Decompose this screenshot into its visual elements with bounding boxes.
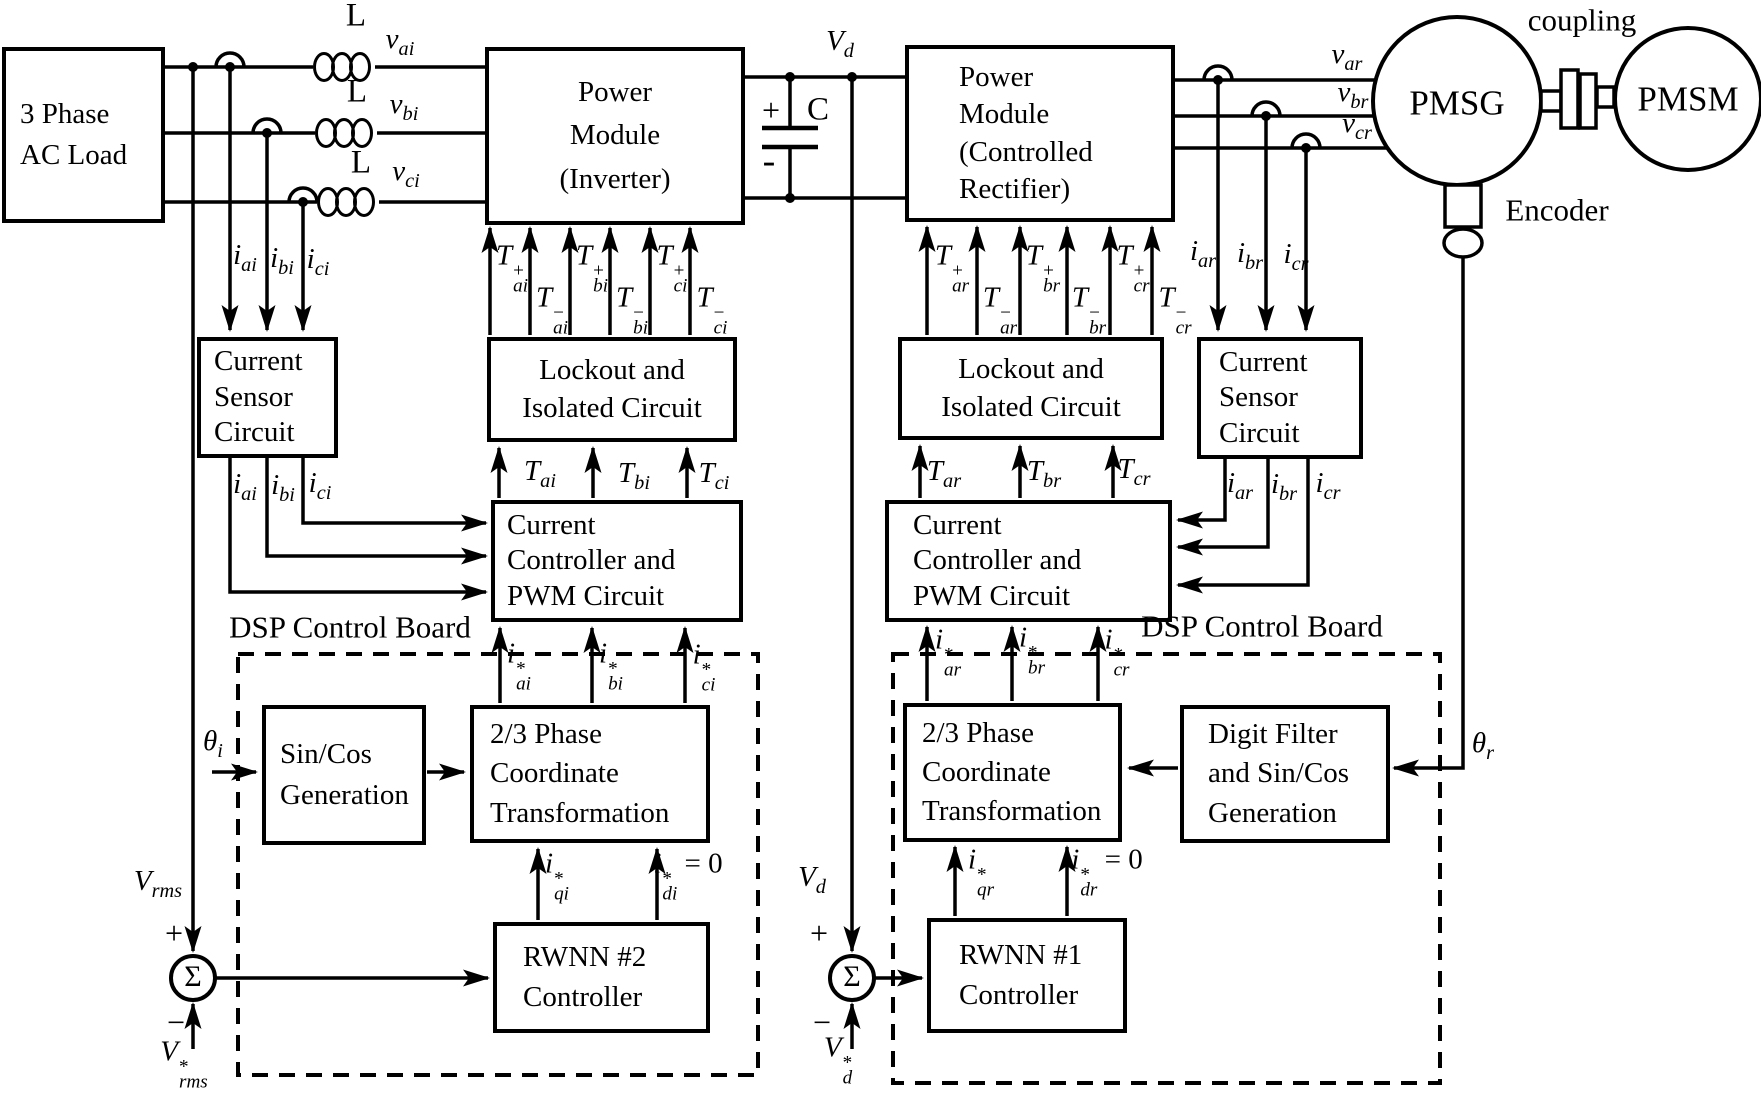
i-ar-to-pwm-wire bbox=[1176, 459, 1227, 529]
i-ai-to-pwm-wire bbox=[228, 458, 488, 601]
i-ci-to-pwm-wire bbox=[301, 458, 488, 532]
box-coordinate-transform-right: 2/3 Phase Coordinate Transformation bbox=[903, 703, 1122, 842]
summer-right-circle bbox=[828, 954, 876, 1002]
inductor-c-icon bbox=[317, 187, 375, 217]
dc-link bbox=[745, 75, 905, 200]
pmsg-circle bbox=[1371, 15, 1543, 187]
gate-wires-right bbox=[918, 225, 1161, 335]
pwm-to-lockout-left bbox=[490, 446, 696, 498]
box-digit-filter-sincos: Digit Filter and Sin/Cos Generation bbox=[1180, 705, 1390, 843]
box-coordinate-transform-left: 2/3 Phase Coordinate Transformation bbox=[470, 705, 710, 843]
sense-wires-right bbox=[1209, 82, 1315, 332]
current-sensors-left bbox=[214, 51, 319, 207]
box-current-sensor-left: Current Sensor Circuit bbox=[197, 337, 338, 458]
i-cr-to-pwm-wire bbox=[1176, 459, 1310, 594]
cs-left-output-wires bbox=[228, 458, 488, 601]
rwnn2-out-wires bbox=[529, 847, 666, 920]
sensor-br-icon bbox=[1250, 100, 1282, 121]
phase-lines-left bbox=[165, 65, 485, 204]
rwnn1-out-wires bbox=[946, 845, 1076, 916]
pmsm-circle bbox=[1613, 26, 1761, 172]
i-bi-to-pwm-wire bbox=[265, 458, 488, 565]
sensor-bi-icon bbox=[251, 117, 283, 138]
iref-wires-right bbox=[918, 625, 1107, 701]
phase-lines-right bbox=[1175, 78, 1390, 150]
cap-top-dot bbox=[785, 72, 795, 82]
i-br-to-pwm-wire bbox=[1176, 459, 1270, 556]
box-rwnn1-controller: RWNN #1 Controller bbox=[927, 918, 1127, 1033]
sensor-ar-icon bbox=[1202, 64, 1234, 85]
summer-left-circle bbox=[169, 954, 217, 1002]
box-lockout-right: Lockout and Isolated Circuit bbox=[898, 337, 1164, 440]
box-sincos-generation: Sin/Cos Generation bbox=[262, 705, 426, 845]
box-current-sensor-right: Current Sensor Circuit bbox=[1197, 337, 1363, 459]
gate-wires-left bbox=[481, 226, 699, 335]
coupling-icon bbox=[1539, 68, 1616, 130]
inductor-a-icon bbox=[313, 52, 371, 82]
inductor-coils bbox=[313, 52, 375, 217]
box-power-module-inverter: Power Module (Inverter) bbox=[485, 47, 745, 225]
sensor-ci-icon bbox=[287, 186, 319, 207]
dsp-board-left-outline bbox=[236, 652, 760, 1077]
box-current-controller-pwm-left: Current Controller and PWM Circuit bbox=[491, 500, 743, 622]
sensor-ai-icon bbox=[214, 51, 246, 72]
sensor-cr-icon bbox=[1290, 132, 1322, 153]
box-ac-load: 3 Phase AC Load bbox=[2, 47, 165, 223]
sense-wires-left bbox=[221, 69, 312, 332]
inductor-b-icon bbox=[315, 118, 373, 148]
encoder-icon bbox=[1442, 183, 1484, 259]
box-lockout-left: Lockout and Isolated Circuit bbox=[487, 337, 737, 442]
cap-bottom-dot bbox=[785, 193, 795, 203]
dsp-board-right-outline bbox=[891, 652, 1442, 1085]
box-power-module-rectifier: Power Module (Controlled Rectifier) bbox=[905, 45, 1175, 222]
iref-wires-left bbox=[491, 626, 694, 703]
cs-right-output-wires bbox=[1176, 459, 1310, 594]
current-sensors-right bbox=[1202, 64, 1322, 153]
box-current-controller-pwm-right: Current Controller and PWM Circuit bbox=[885, 500, 1172, 622]
pwm-to-lockout-right bbox=[911, 444, 1122, 498]
box-rwnn2-controller: RWNN #2 Controller bbox=[493, 922, 710, 1033]
theta-r-wire bbox=[1392, 257, 1465, 777]
